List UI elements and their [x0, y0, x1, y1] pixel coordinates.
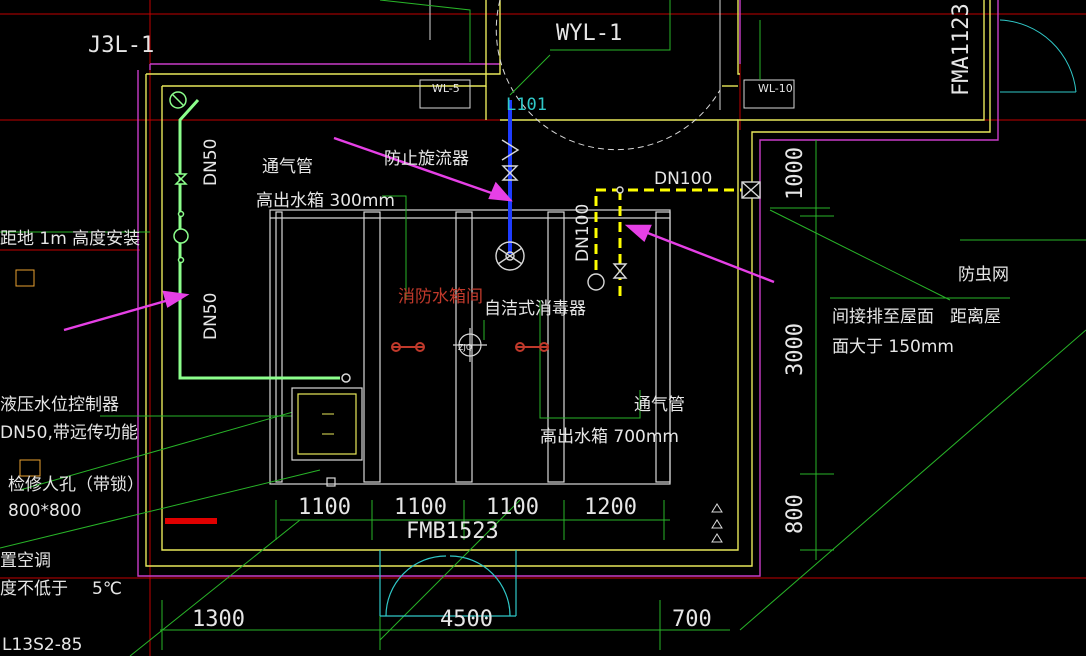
top-structures [419, 0, 1077, 151]
label-j3l: J3L-1 [88, 33, 154, 58]
label-fmb: FMB1523 [406, 519, 499, 544]
dim-4500: 4500 [440, 607, 493, 632]
label-ac-b: 度不低于 [0, 579, 68, 599]
label-dn50-bottom: DN50 [201, 293, 221, 340]
door-fmb1523 [379, 550, 517, 617]
green-pipe-dn50 [178, 98, 340, 380]
label-fma: FMA1123 [949, 3, 974, 96]
red-marker [165, 518, 217, 524]
left-squares [15, 269, 41, 477]
label-manhole-a: 检修人孔（带锁） [8, 475, 144, 495]
dim-1300: 1300 [192, 607, 245, 632]
magenta-walls [137, 0, 999, 577]
label-disinfector: 自洁式消毒器 [484, 299, 586, 319]
dimension-lines [160, 140, 834, 650]
blue-pipe [495, 100, 525, 271]
label-zjq: ZJQ [458, 343, 472, 352]
label-vortex: 防止旋流器 [384, 149, 469, 169]
label-wl10: WL-10 [758, 82, 793, 95]
label-vent-1a: 通气管 [262, 157, 313, 177]
yellow-pipe-fittings [587, 181, 761, 291]
label-dn100-h: DN100 [654, 169, 712, 189]
dim-1000: 1000 [783, 147, 808, 200]
dim-800: 800 [783, 494, 808, 534]
label-wyl: WYL-1 [556, 21, 622, 46]
callout-arrows [63, 136, 775, 332]
label-install-height: 距地 1m 高度安装 [0, 229, 140, 249]
label-distance: 距离屋 [950, 307, 1001, 327]
dim-1100-1: 1100 [298, 495, 351, 520]
label-manhole-b: 800*800 [8, 501, 81, 521]
label-level-ctrl-a: 液压水位控制器 [0, 395, 119, 415]
label-room-name: 消防水箱间 [398, 287, 483, 307]
label-indirect-b: 面大于 150mm [832, 337, 954, 357]
label-l101: L101 [506, 95, 547, 115]
disinfector-icon [453, 328, 487, 362]
corner-symbols [711, 503, 723, 543]
label-insect-screen: 防虫网 [958, 265, 1009, 285]
label-vent-2a: 通气管 [634, 395, 685, 415]
dim-1100-3: 1100 [486, 495, 539, 520]
level-controller-box [291, 387, 363, 461]
dim-700: 700 [672, 607, 712, 632]
label-dn100-v: DN100 [573, 204, 593, 262]
yellow-pipe-dn100 [594, 188, 742, 300]
green-pipe-fittings [169, 91, 351, 383]
dim-1200: 1200 [584, 495, 637, 520]
dim-3000: 3000 [783, 323, 808, 376]
label-indirect-a: 间接排至屋面 [832, 307, 934, 327]
label-vent-1b: 高出水箱 300mm [256, 191, 395, 211]
dim-1100-2: 1100 [394, 495, 447, 520]
label-ac-c: 5℃ [92, 579, 122, 599]
label-wl5: WL-5 [432, 82, 460, 95]
label-ref: L13S2-85 [2, 635, 82, 655]
tank-red-fittings [391, 342, 549, 352]
label-dn50-top: DN50 [201, 139, 221, 186]
label-level-ctrl-b: DN50,带远传功能 [0, 423, 138, 443]
label-vent-2b: 高出水箱 700mm [540, 427, 679, 447]
yellow-walls [145, 0, 991, 567]
label-ac-a: 置空调 [0, 551, 51, 571]
